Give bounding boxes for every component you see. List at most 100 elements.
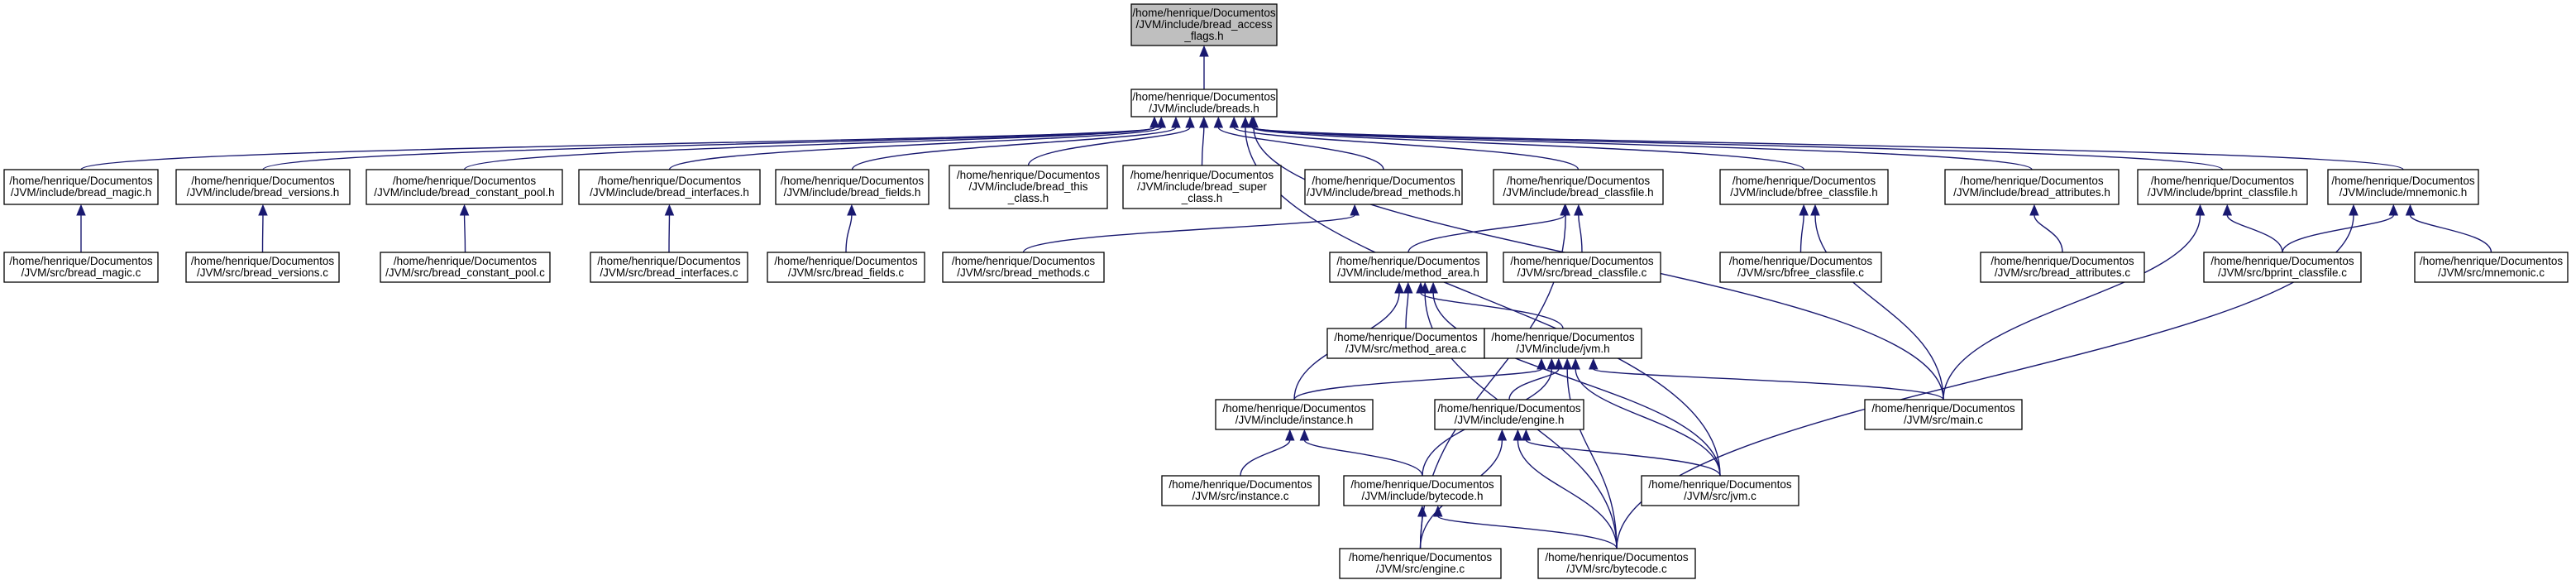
- node-label-line: /JVM/src/bread_magic.c: [22, 266, 141, 279]
- node-jvm_c[interactable]: /home/henrique/Documentos/JVM/src/jvm.c: [1641, 475, 1799, 506]
- edge-jvm_h-to-method_area_h: [1420, 292, 1564, 329]
- node-bread_magic_c[interactable]: /home/henrique/Documentos/JVM/src/bread_…: [3, 252, 159, 283]
- node-bread_access_flags_h[interactable]: /home/henrique/Documentos/JVM/include/br…: [1130, 3, 1278, 46]
- node-box-mnemonic_c: [2414, 252, 2569, 283]
- node-label-line: /JVM/include/bytecode.h: [1361, 490, 1483, 502]
- edge-arrowhead-bread_magic_c-to-bread_magic_h: [76, 204, 86, 216]
- edge-bread_super_class_h-to-breads_h: [1201, 127, 1205, 166]
- node-bread_constant_pool_c[interactable]: /home/henrique/Documentos/JVM/src/bread_…: [380, 252, 551, 283]
- edge-bread_interfaces_h-to-breads_h: [668, 127, 1162, 170]
- edge-arrowhead-engine_h-to-jvm_h: [1554, 357, 1564, 370]
- edge-bread_classfile_c-to-bread_classfile_h: [1578, 214, 1583, 253]
- node-bfree_classfile_h[interactable]: /home/henrique/Documentos/JVM/include/bf…: [1719, 169, 1889, 205]
- node-jvm_h[interactable]: /home/henrique/Documentos/JVM/include/jv…: [1484, 328, 1642, 359]
- node-label-line: /JVM/include/bread_attributes.h: [1953, 186, 2110, 199]
- node-main_c[interactable]: /home/henrique/Documentos/JVM/src/main.c: [1864, 399, 2023, 430]
- node-bread_classfile_h[interactable]: /home/henrique/Documentos/JVM/include/br…: [1493, 169, 1664, 205]
- node-label-line: /JVM/src/main.c: [1904, 414, 1983, 426]
- node-instance_c[interactable]: /home/henrique/Documentos/JVM/src/instan…: [1161, 475, 1320, 506]
- edge-arrowhead-bread_this_class_h-to-breads_h: [1185, 116, 1195, 128]
- edge-arrowhead-instance_h-to-jvm_h: [1537, 357, 1546, 370]
- node-engine_h[interactable]: /home/henrique/Documentos/JVM/include/en…: [1434, 399, 1584, 430]
- edge-arrowhead-bread_fields_c-to-bread_fields_h: [847, 204, 857, 216]
- node-label-line: /JVM/include/bread_constant_pool.h: [374, 186, 554, 199]
- edge-arrowhead-instance_h-to-method_area_h: [1394, 281, 1404, 294]
- node-label-line: /home/henrique/Documentos: [191, 255, 335, 267]
- node-label-line: /JVM/src/bread_methods.c: [957, 266, 1090, 279]
- node-engine_c[interactable]: /home/henrique/Documentos/JVM/src/engine…: [1339, 548, 1502, 579]
- node-label-line: /JVM/include/mnemonic.h: [2339, 186, 2468, 199]
- node-box-mnemonic_h: [2327, 169, 2479, 205]
- node-box-bread_interfaces_h: [578, 169, 761, 205]
- edge-bytecode_c-to-jvm_h: [1566, 368, 1618, 549]
- edge-arrowhead-bprint_classfile_c-to-bprint_classfile_h: [2222, 204, 2233, 216]
- node-bread_interfaces_h[interactable]: /home/henrique/Documentos/JVM/include/br…: [578, 169, 761, 205]
- node-box-engine_h: [1434, 399, 1584, 430]
- node-bytecode_h[interactable]: /home/henrique/Documentos/JVM/include/by…: [1343, 475, 1502, 506]
- node-method_area_c[interactable]: /home/henrique/Documentos/JVM/src/method…: [1326, 328, 1485, 359]
- edge-arrowhead-instance_c-to-instance_h: [1285, 429, 1295, 441]
- edge-arrowhead-bfree_classfile_c-to-bfree_classfile_h: [1799, 204, 1809, 216]
- node-label-line: /home/henrique/Documentos: [1648, 478, 1792, 491]
- node-mnemonic_c[interactable]: /home/henrique/Documentos/JVM/src/mnemon…: [2414, 252, 2569, 283]
- node-box-bread_magic_h: [3, 169, 159, 205]
- node-label-line: /JVM/include/bread_super: [1137, 180, 1267, 193]
- node-mnemonic_h[interactable]: /home/henrique/Documentos/JVM/include/mn…: [2327, 169, 2479, 205]
- edge-arrowhead-bytecode_c-to-jvm_h: [1562, 357, 1572, 370]
- node-bread_attributes_h[interactable]: /home/henrique/Documentos/JVM/include/br…: [1944, 169, 2120, 205]
- edge-bytecode_c-to-bytecode_h: [1437, 515, 1618, 549]
- edge-bread_magic_h-to-breads_h: [80, 127, 1155, 170]
- node-bread_methods_h[interactable]: /home/henrique/Documentos/JVM/include/br…: [1304, 169, 1463, 205]
- edge-bytecode_h-to-instance_h: [1303, 439, 1423, 477]
- edge-bytecode_c-to-engine_h: [1517, 439, 1618, 549]
- node-label-line: /JVM/include/bread_access: [1135, 18, 1272, 31]
- node-bread_fields_h[interactable]: /home/henrique/Documentos/JVM/include/br…: [775, 169, 930, 205]
- node-label-line: /home/henrique/Documentos: [1169, 478, 1312, 491]
- node-bfree_classfile_c[interactable]: /home/henrique/Documentos/JVM/src/bfree_…: [1719, 252, 1882, 283]
- edge-bprint_classfile_c-to-mnemonic_h: [2282, 214, 2395, 253]
- node-bread_fields_c[interactable]: /home/henrique/Documentos/JVM/src/bread_…: [767, 252, 925, 283]
- node-box-engine_c: [1339, 548, 1502, 579]
- node-bread_super_class_h[interactable]: /home/henrique/Documentos/JVM/include/br…: [1122, 165, 1282, 209]
- node-label-line: /JVM/include/bread_magic.h: [11, 186, 151, 199]
- node-bread_attributes_c[interactable]: /home/henrique/Documentos/JVM/src/bread_…: [1980, 252, 2145, 283]
- edge-instance_c-to-instance_h: [1240, 439, 1291, 477]
- node-label-line: /home/henrique/Documentos: [957, 169, 1101, 181]
- node-label-line: /JVM/include/bread_classfile.h: [1503, 186, 1653, 199]
- node-box-bytecode_h: [1343, 475, 1502, 506]
- node-box-bread_access_flags_h: [1130, 3, 1278, 46]
- node-bread_versions_c[interactable]: /home/henrique/Documentos/JVM/src/bread_…: [185, 252, 340, 283]
- node-bread_methods_c[interactable]: /home/henrique/Documentos/JVM/src/bread_…: [942, 252, 1105, 283]
- node-label-line: /home/henrique/Documentos: [1334, 331, 1478, 343]
- node-box-breads_h: [1130, 89, 1278, 117]
- node-label-line: /home/henrique/Documentos: [1507, 175, 1651, 187]
- edge-mnemonic_h-to-breads_h: [1253, 127, 2404, 170]
- node-bread_interfaces_c[interactable]: /home/henrique/Documentos/JVM/src/bread_…: [590, 252, 748, 283]
- node-box-jvm_h: [1484, 328, 1642, 359]
- node-label-line: /JVM/src/bprint_classfile.c: [2218, 266, 2347, 279]
- node-instance_h[interactable]: /home/henrique/Documentos/JVM/include/in…: [1215, 399, 1374, 430]
- node-bread_this_class_h[interactable]: /home/henrique/Documentos/JVM/include/br…: [949, 165, 1108, 209]
- node-bytecode_c[interactable]: /home/henrique/Documentos/JVM/src/byteco…: [1537, 548, 1696, 579]
- node-bread_versions_h[interactable]: /home/henrique/Documentos/JVM/include/br…: [175, 169, 351, 205]
- node-box-bread_attributes_c: [1980, 252, 2145, 283]
- edge-method_area_h-to-bread_classfile_h: [1407, 214, 1565, 253]
- node-bprint_classfile_h[interactable]: /home/henrique/Documentos/JVM/include/bp…: [2137, 169, 2308, 205]
- node-label-line: /JVM/include/bread_this: [968, 180, 1087, 193]
- node-label-line: /home/henrique/Documentos: [1437, 402, 1581, 415]
- node-breads_h[interactable]: /home/henrique/Documentos/JVM/include/br…: [1130, 89, 1278, 117]
- node-bprint_classfile_c[interactable]: /home/henrique/Documentos/JVM/src/bprint…: [2203, 252, 2362, 283]
- node-box-bread_classfile_c: [1503, 252, 1661, 283]
- edge-arrowhead-mnemonic_c-to-mnemonic_h: [2405, 204, 2416, 216]
- node-box-bread_magic_c: [3, 252, 159, 283]
- node-bread_magic_h[interactable]: /home/henrique/Documentos/JVM/include/br…: [3, 169, 159, 205]
- edge-arrowhead-bread_constant_pool_c-to-bread_constant_pool_h: [459, 204, 470, 216]
- node-bread_classfile_c[interactable]: /home/henrique/Documentos/JVM/src/bread_…: [1503, 252, 1661, 283]
- node-bread_constant_pool_h[interactable]: /home/henrique/Documentos/JVM/include/br…: [366, 169, 563, 205]
- node-label-line: _class.h: [1181, 192, 1223, 204]
- edge-jvm_c-to-engine_h: [1525, 439, 1721, 477]
- node-method_area_h[interactable]: /home/henrique/Documentos/JVM/include/me…: [1329, 252, 1488, 283]
- edge-arrowhead-bread_versions_c-to-bread_versions_h: [258, 204, 268, 216]
- node-label-line: /home/henrique/Documentos: [1510, 255, 1654, 267]
- edge-arrowhead-main_c-to-breads_h: [1249, 116, 1259, 128]
